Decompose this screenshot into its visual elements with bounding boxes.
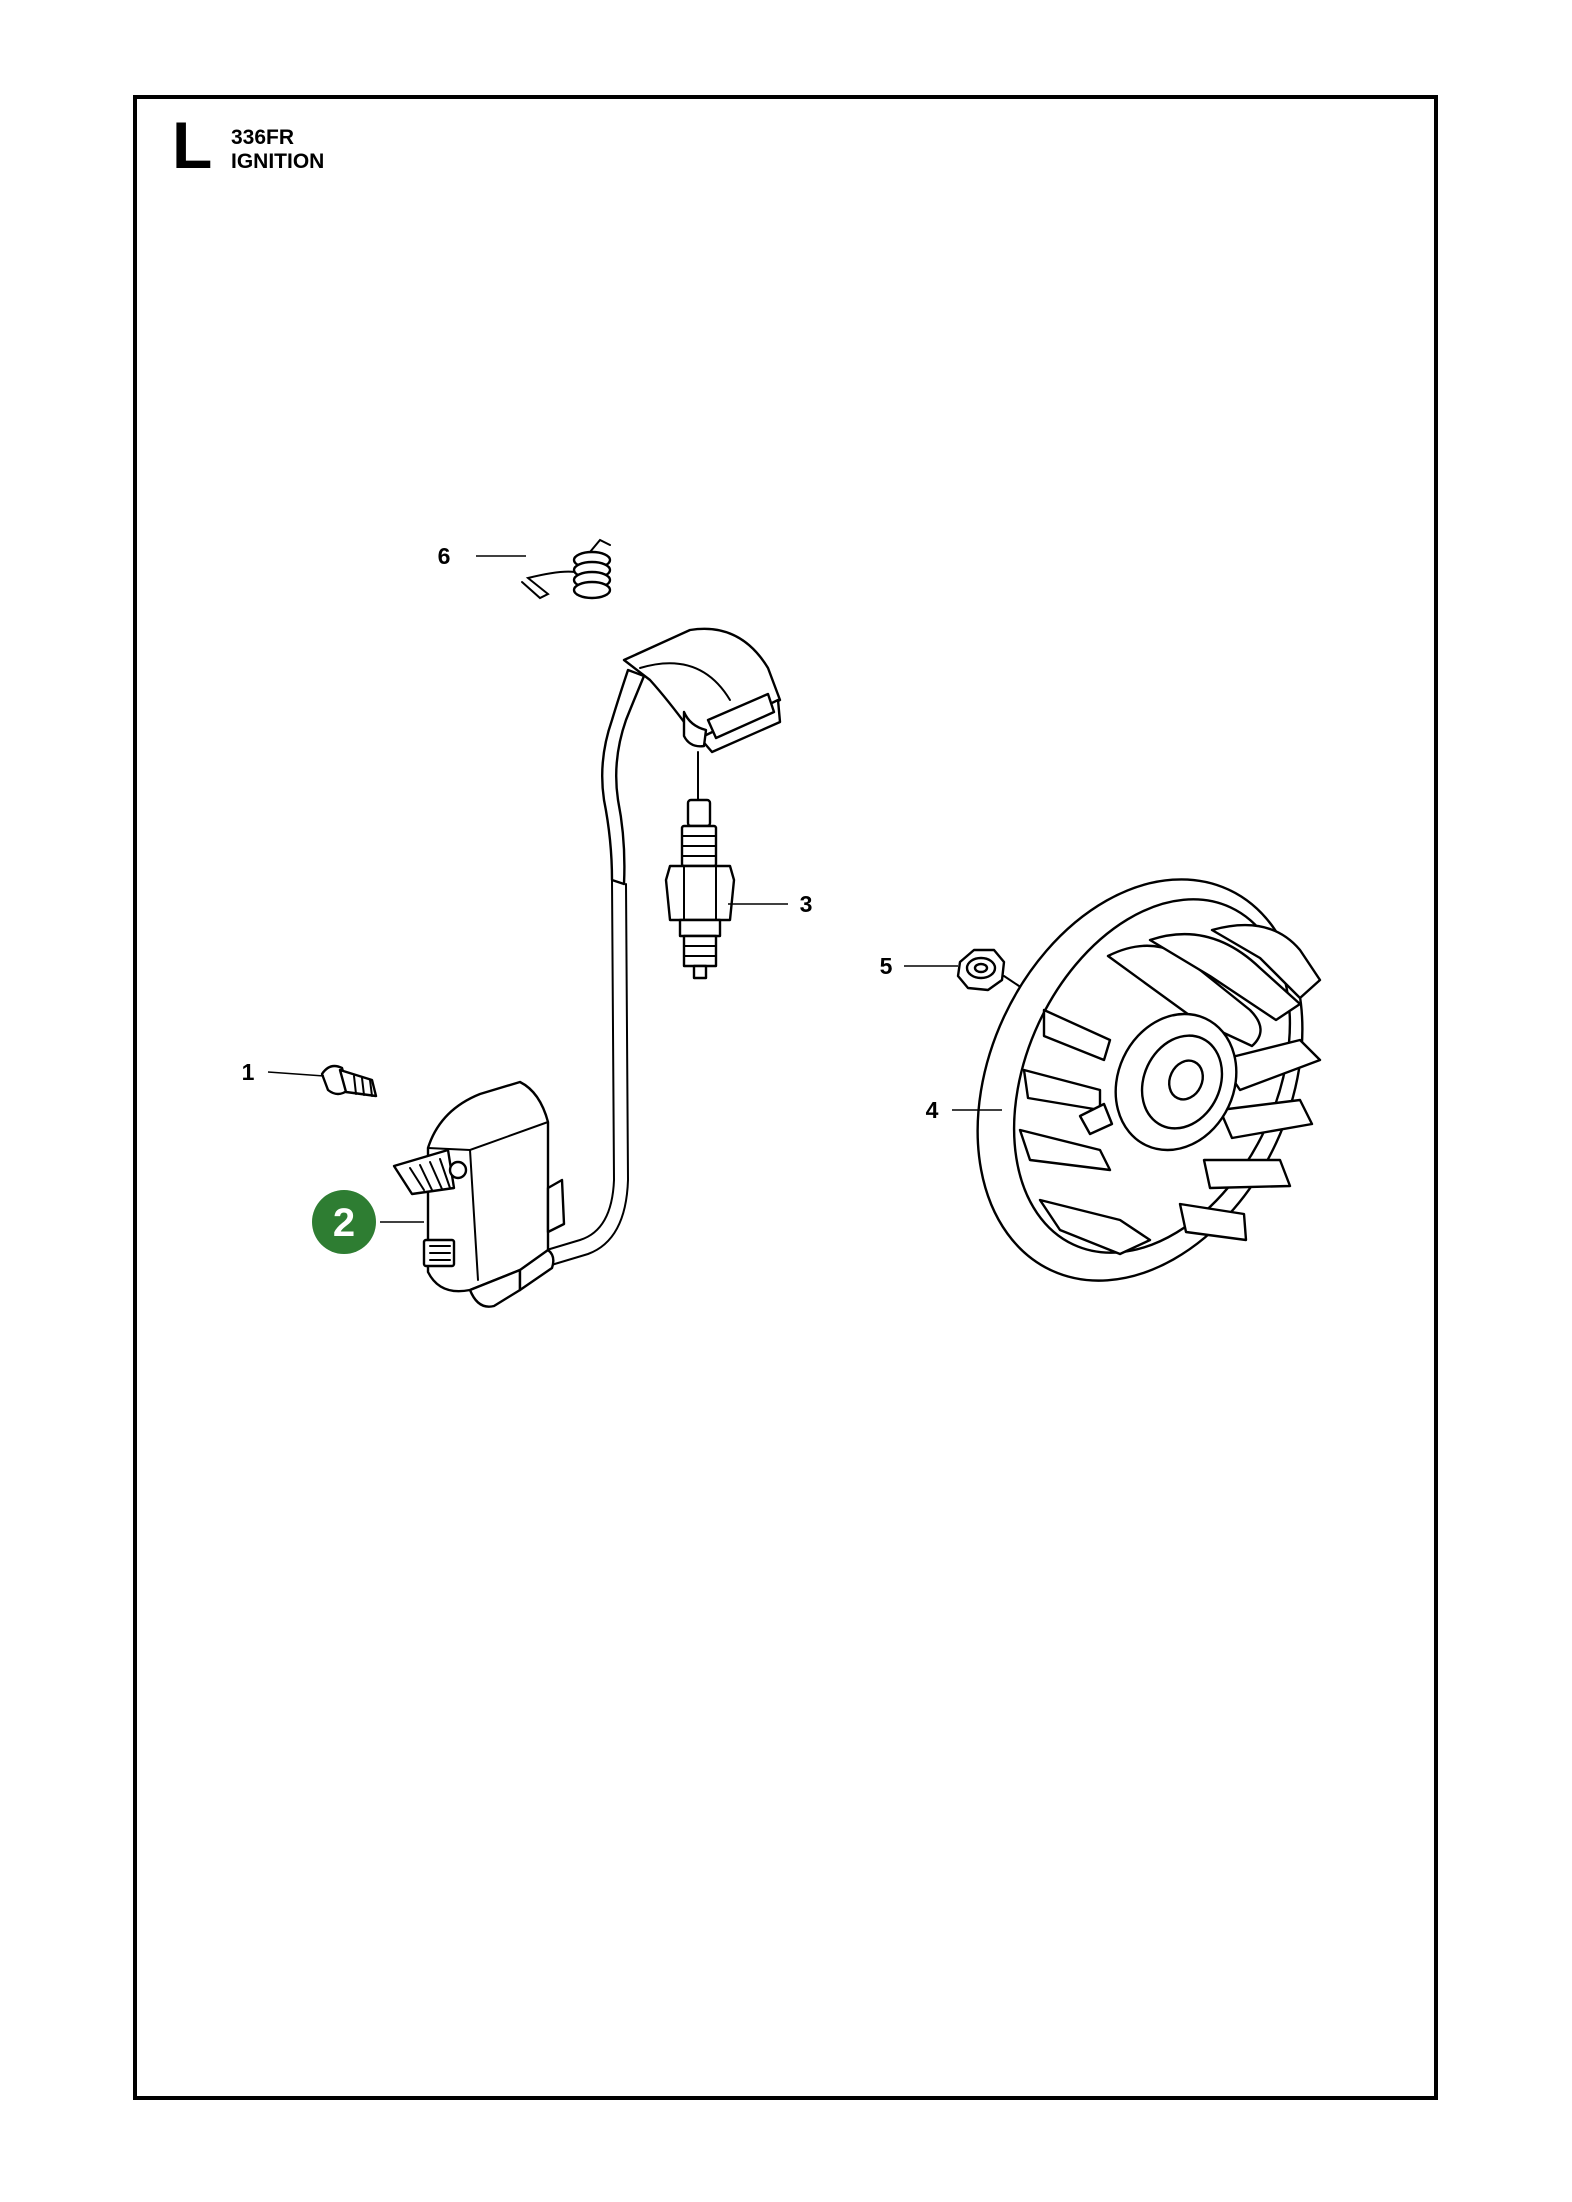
highlight-circle	[312, 1190, 376, 1254]
callout-2: 2	[333, 1201, 355, 1245]
spark-plug-cap	[622, 627, 782, 754]
callout-5[interactable]: 5	[880, 953, 893, 979]
callout-2-highlight[interactable]: 2	[312, 1190, 376, 1254]
screw-part	[320, 1064, 378, 1098]
flywheel-part	[976, 878, 1322, 1282]
callout-1[interactable]: 1	[242, 1059, 255, 1085]
callout-6[interactable]: 6	[438, 543, 451, 569]
section-letter: L	[172, 108, 213, 182]
page-frame	[133, 95, 1438, 2100]
spark-plug-part	[664, 751, 736, 980]
nut-part	[956, 948, 1041, 1001]
ignition-module-part	[392, 1080, 566, 1308]
callout-3[interactable]: 3	[800, 891, 813, 917]
leader-1	[267, 1071, 325, 1077]
page-title: IGNITION	[231, 150, 325, 173]
ignition-cable	[539, 668, 646, 1267]
callout-4[interactable]: 4	[926, 1097, 939, 1123]
spring-part	[521, 538, 612, 600]
model-name: 336FR	[231, 126, 295, 149]
